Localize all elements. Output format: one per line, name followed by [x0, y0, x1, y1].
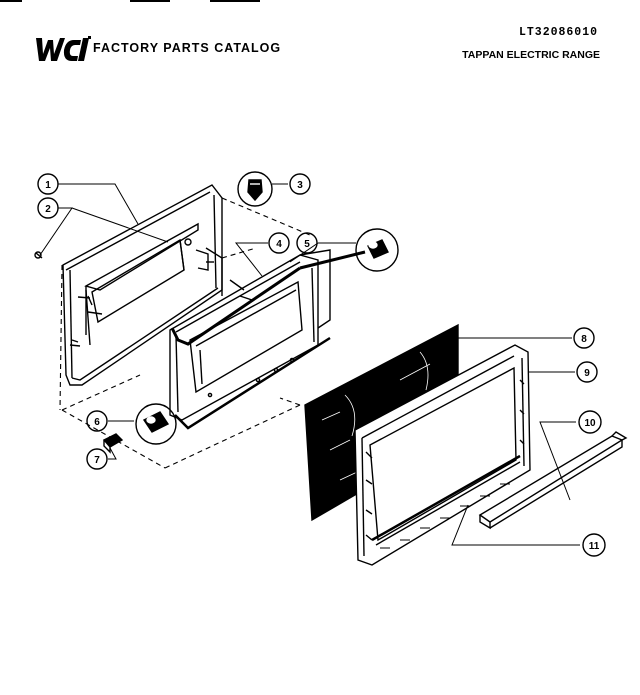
hinge-block-part — [102, 433, 124, 454]
svg-text:3: 3 — [297, 180, 303, 191]
hinge-bushing-part — [135, 403, 177, 445]
svg-text:9: 9 — [584, 368, 590, 379]
svg-text:2: 2 — [45, 204, 51, 215]
callout-4: 4 — [268, 232, 290, 254]
scan-edge-marks — [0, 0, 260, 2]
svg-text:7: 7 — [94, 455, 100, 466]
product-name: TAPPAN ELECTRIC RANGE — [462, 49, 600, 61]
svg-text:6: 6 — [94, 417, 100, 428]
callout-8: 8 — [573, 327, 595, 349]
callout-11: 11 — [582, 533, 606, 557]
inner-door-liner — [169, 247, 331, 421]
svg-text:4: 4 — [276, 239, 282, 250]
wci-logo — [36, 36, 91, 61]
callout-10: 10 — [578, 410, 602, 434]
handle-bushing-part — [355, 228, 399, 272]
callout-1: 1 — [37, 173, 59, 195]
callout-7: 7 — [86, 448, 108, 470]
svg-text:5: 5 — [304, 239, 310, 250]
door-trim-strip — [478, 431, 628, 530]
catalog-title: FACTORY PARTS CATALOG — [93, 41, 282, 55]
outer-door-panel — [62, 184, 223, 386]
leader-lines — [39, 183, 580, 546]
model-number: LT32086010 — [518, 26, 598, 39]
svg-text:1: 1 — [45, 180, 51, 191]
svg-text:10: 10 — [584, 418, 596, 429]
assembly-plane-dashed — [59, 197, 311, 469]
callout-5: 5 — [296, 232, 318, 254]
catalog-header: FACTORY PARTS CATALOG LT32086010 TAPPAN … — [0, 0, 640, 80]
door-screw — [34, 251, 43, 259]
svg-text:8: 8 — [581, 334, 587, 345]
door-handle-rod — [170, 250, 366, 430]
callout-3: 3 — [289, 173, 311, 195]
callout-2: 2 — [37, 197, 59, 219]
svg-text:11: 11 — [589, 541, 600, 552]
callout-9: 9 — [576, 361, 598, 383]
door-frame — [354, 344, 531, 566]
handle-cap-part — [237, 171, 273, 207]
callout-6: 6 — [86, 410, 108, 432]
